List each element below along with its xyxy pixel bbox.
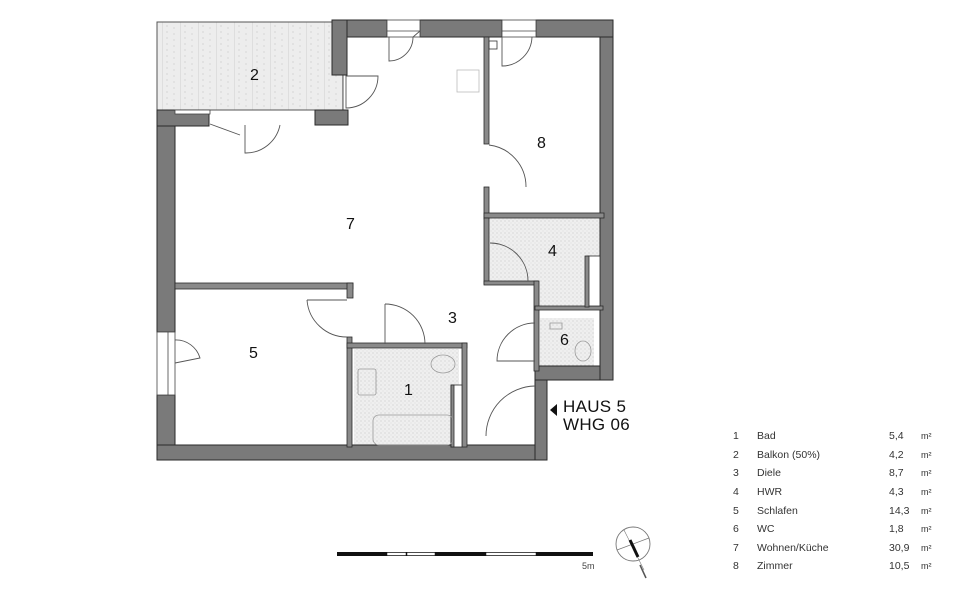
legend-room-name: Wohnen/Küche [757, 541, 829, 554]
compass-north-icon [615, 526, 651, 579]
legend-room-number: 2 [733, 448, 739, 461]
legend-row: 1 Bad 5,4 m² [733, 427, 941, 446]
room-label-2: 2 [250, 67, 259, 84]
scale-bar [337, 552, 593, 556]
room-label-7: 7 [346, 216, 355, 233]
legend-room-number: 8 [733, 560, 739, 573]
legend-room-unit: m² [921, 487, 932, 498]
legend-room-name: WC [757, 523, 775, 536]
room-label-4: 4 [548, 243, 557, 260]
legend-row: 4 HWR 4,3 m² [733, 483, 941, 502]
legend-row: 3 Diele 8,7 m² [733, 464, 941, 483]
door-swings [174, 30, 536, 437]
legend-room-area: 4,2 [889, 448, 904, 461]
legend-room-number: 3 [733, 467, 739, 480]
legend-room-number: 5 [733, 504, 739, 517]
legend-row: 6 WC 1,8 m² [733, 520, 941, 539]
room-bath-floor [354, 349, 459, 445]
room-balcony [156, 21, 344, 111]
legend-room-unit: m² [921, 505, 932, 516]
legend-room-area: 5,4 [889, 430, 904, 443]
apartment-number: WHG 06 [563, 415, 630, 434]
room-label-8: 8 [537, 135, 546, 152]
legend-room-unit: m² [921, 431, 932, 442]
windows [156, 19, 537, 396]
entry-arrow-icon [550, 404, 557, 416]
legend-room-area: 8,7 [889, 467, 904, 480]
legend-room-number: 6 [733, 523, 739, 536]
legend-room-unit: m² [921, 468, 932, 479]
room-area-legend: 1 Bad 5,4 m² 2 Balkon (50%) 4,2 m² 3 Die… [733, 427, 941, 576]
legend-room-name: Schlafen [757, 504, 798, 517]
room-label-3: 3 [448, 310, 457, 327]
fixtures [357, 40, 592, 446]
unit-label: HAUS 5 WHG 06 [563, 398, 630, 434]
interior-walls [174, 36, 605, 448]
room-hwr-floor [487, 218, 601, 282]
legend-row: 2 Balkon (50%) 4,2 m² [733, 446, 941, 465]
legend-room-name: Bad [757, 430, 776, 443]
room-label-5: 5 [249, 345, 258, 362]
legend-room-number: 7 [733, 541, 739, 554]
legend-row: 8 Zimmer 10,5 m² [733, 557, 941, 576]
house-number: HAUS 5 [563, 397, 627, 416]
legend-room-area: 1,8 [889, 523, 904, 536]
room-wc-floor [540, 318, 594, 366]
legend-room-unit: m² [921, 561, 932, 572]
legend-room-name: Balkon (50%) [757, 448, 821, 461]
legend-room-unit: m² [921, 542, 932, 553]
legend-room-number: 4 [733, 486, 739, 499]
legend-room-number: 1 [733, 430, 739, 443]
exterior-walls [156, 19, 614, 461]
legend-room-area: 30,9 [889, 541, 910, 554]
room-hwr-floor-lower [538, 282, 588, 307]
scale-bar-label: 5m [582, 561, 595, 571]
legend-room-name: Zimmer [757, 560, 793, 573]
legend-room-area: 10,5 [889, 560, 910, 573]
room-label-1: 1 [404, 382, 413, 399]
legend-row: 7 Wohnen/Küche 30,9 m² [733, 539, 941, 558]
legend-room-area: 4,3 [889, 486, 904, 499]
legend-room-name: HWR [757, 486, 783, 499]
legend-room-area: 14,3 [889, 504, 910, 517]
legend-room-name: Diele [757, 467, 781, 480]
legend-room-unit: m² [921, 449, 932, 460]
room-label-6: 6 [560, 332, 569, 349]
legend-room-unit: m² [921, 524, 932, 535]
legend-row: 5 Schlafen 14,3 m² [733, 501, 941, 520]
